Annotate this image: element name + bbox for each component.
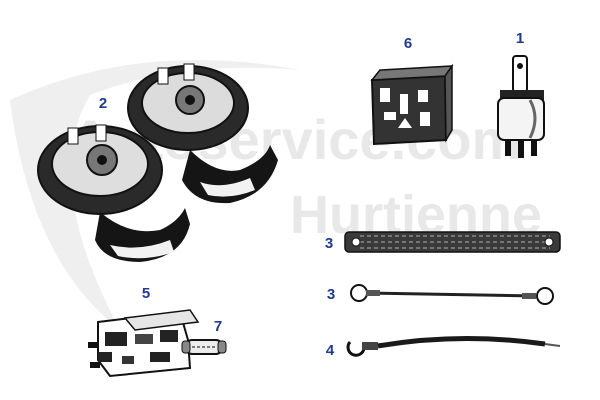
part-number-4: 4 bbox=[325, 342, 335, 359]
part-number-5: 5 bbox=[141, 285, 151, 302]
part-number-1: 1 bbox=[515, 30, 525, 47]
part-number-3-cable: 3 bbox=[326, 286, 336, 303]
part-number-7: 7 bbox=[213, 318, 223, 335]
part-number-3-strap: 3 bbox=[324, 235, 334, 252]
part-number-6: 6 bbox=[403, 35, 413, 52]
part-number-2: 2 bbox=[98, 95, 108, 112]
